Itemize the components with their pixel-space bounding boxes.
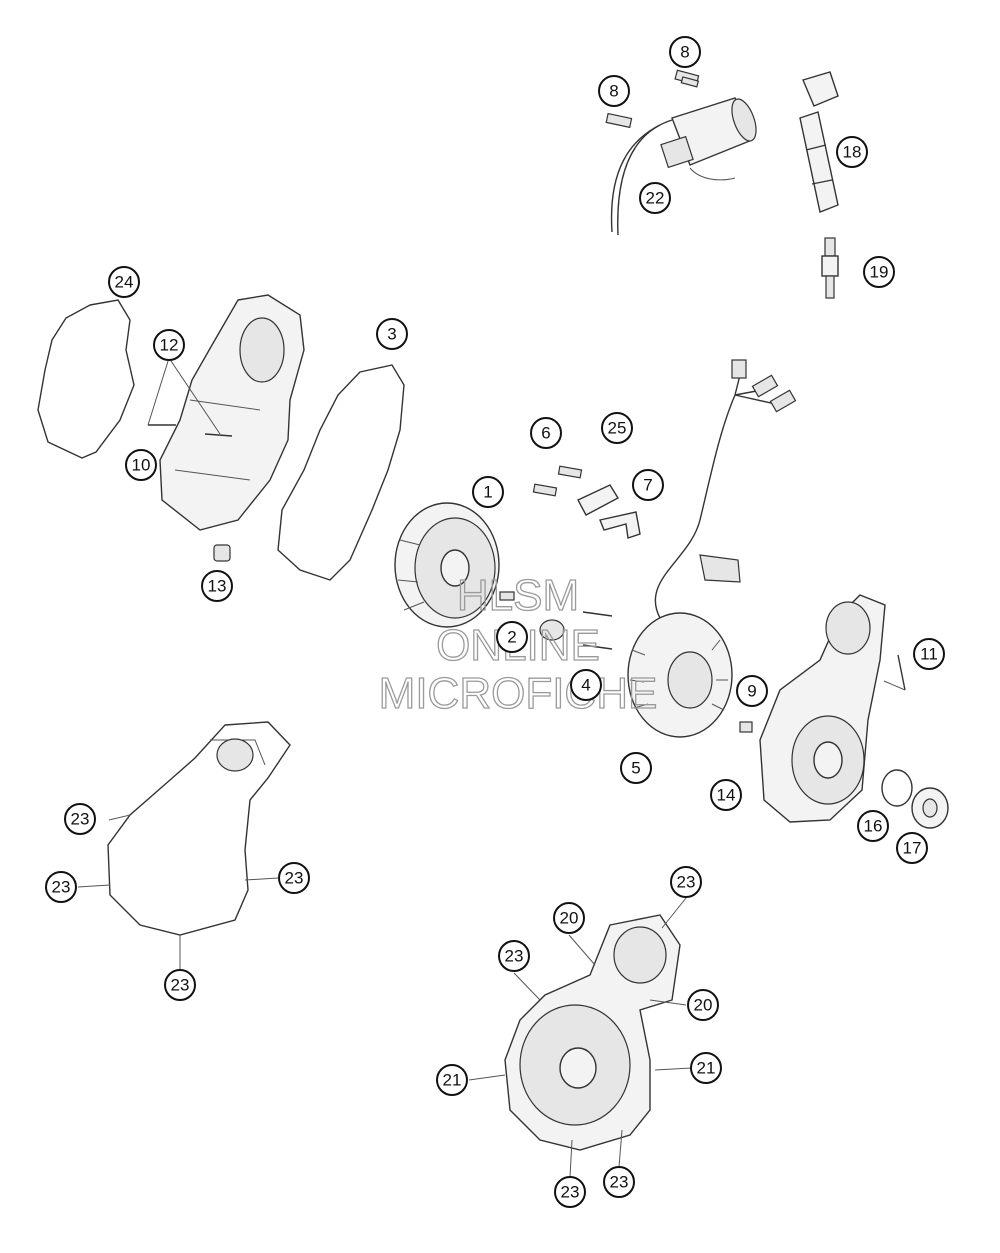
callout-9[interactable]: 9	[736, 675, 768, 707]
watermark-line-1: HLSM	[457, 571, 579, 620]
callout-23-left-lower[interactable]: 23	[45, 871, 77, 903]
callout-20-right[interactable]: 20	[687, 989, 719, 1021]
ignition-cover-outer[interactable]	[159, 294, 305, 531]
callout-22[interactable]: 22	[639, 182, 671, 214]
spark-plug-connector[interactable]	[799, 71, 839, 213]
callout-1[interactable]: 1	[472, 476, 504, 508]
callout-23-right[interactable]: 23	[278, 862, 310, 894]
callout-25[interactable]: 25	[601, 412, 633, 444]
cable-clamp[interactable]	[577, 484, 619, 516]
ignition-coil[interactable]	[610, 96, 761, 236]
cover-screw-pair[interactable]	[148, 424, 233, 437]
callout-14[interactable]: 14	[710, 779, 742, 811]
callout-16[interactable]: 16	[857, 810, 889, 842]
callout-23-left-upper[interactable]: 23	[64, 803, 96, 835]
callout-20-left[interactable]: 20	[553, 902, 585, 934]
callout-13[interactable]: 13	[201, 570, 233, 602]
stator-screws[interactable]	[582, 611, 613, 650]
outer-cover-bottom[interactable]	[504, 914, 681, 1151]
callout-5[interactable]: 5	[620, 752, 652, 784]
callout-6[interactable]: 6	[530, 417, 562, 449]
callout-21-right[interactable]: 21	[690, 1052, 722, 1084]
callout-2[interactable]: 2	[496, 621, 528, 653]
coil-bolt-left[interactable]	[605, 112, 633, 129]
stator[interactable]	[627, 359, 797, 738]
inner-cover-lower-left[interactable]	[107, 721, 291, 936]
callout-11[interactable]: 11	[913, 638, 945, 670]
callout-3[interactable]: 3	[376, 318, 408, 350]
watermark-line-3: MICROFICHE	[379, 669, 658, 718]
cover-plug[interactable]	[213, 544, 231, 562]
gasket-outer-cover[interactable]	[37, 299, 135, 459]
callout-23-cover-bottom-left[interactable]: 23	[554, 1176, 586, 1208]
ignition-cover[interactable]	[759, 594, 886, 823]
callout-8-top[interactable]: 8	[669, 36, 701, 68]
coil-bolt-top[interactable]	[674, 69, 700, 88]
cable-screws[interactable]	[532, 465, 583, 497]
spark-plug[interactable]	[821, 237, 839, 299]
callout-19[interactable]: 19	[863, 256, 895, 288]
leader-lines	[77, 357, 906, 1178]
callout-12[interactable]: 12	[153, 329, 185, 361]
gasket-cover[interactable]	[277, 364, 405, 581]
callout-18[interactable]: 18	[836, 136, 868, 168]
callout-4[interactable]: 4	[570, 669, 602, 701]
callout-7[interactable]: 7	[632, 469, 664, 501]
callout-24[interactable]: 24	[108, 266, 140, 298]
callout-10[interactable]: 10	[125, 449, 157, 481]
callout-23-bottom[interactable]: 23	[164, 969, 196, 1001]
flywheel-nut[interactable]	[539, 619, 565, 641]
cover-screw-small[interactable]	[897, 654, 906, 691]
screw-plug[interactable]	[911, 787, 949, 829]
callout-23-cover-bottom-right[interactable]: 23	[603, 1166, 635, 1198]
o-ring[interactable]	[881, 769, 913, 807]
callout-8-left[interactable]: 8	[598, 75, 630, 107]
callout-17[interactable]: 17	[896, 832, 928, 864]
callout-23-cover-top[interactable]: 23	[670, 866, 702, 898]
callout-21-left[interactable]: 21	[436, 1064, 468, 1096]
woodruff-key[interactable]	[499, 591, 515, 601]
callout-23-cover-left[interactable]: 23	[498, 940, 530, 972]
cable-holder[interactable]	[599, 511, 641, 539]
flywheel[interactable]	[394, 502, 500, 628]
dowel-pin[interactable]	[739, 721, 753, 733]
